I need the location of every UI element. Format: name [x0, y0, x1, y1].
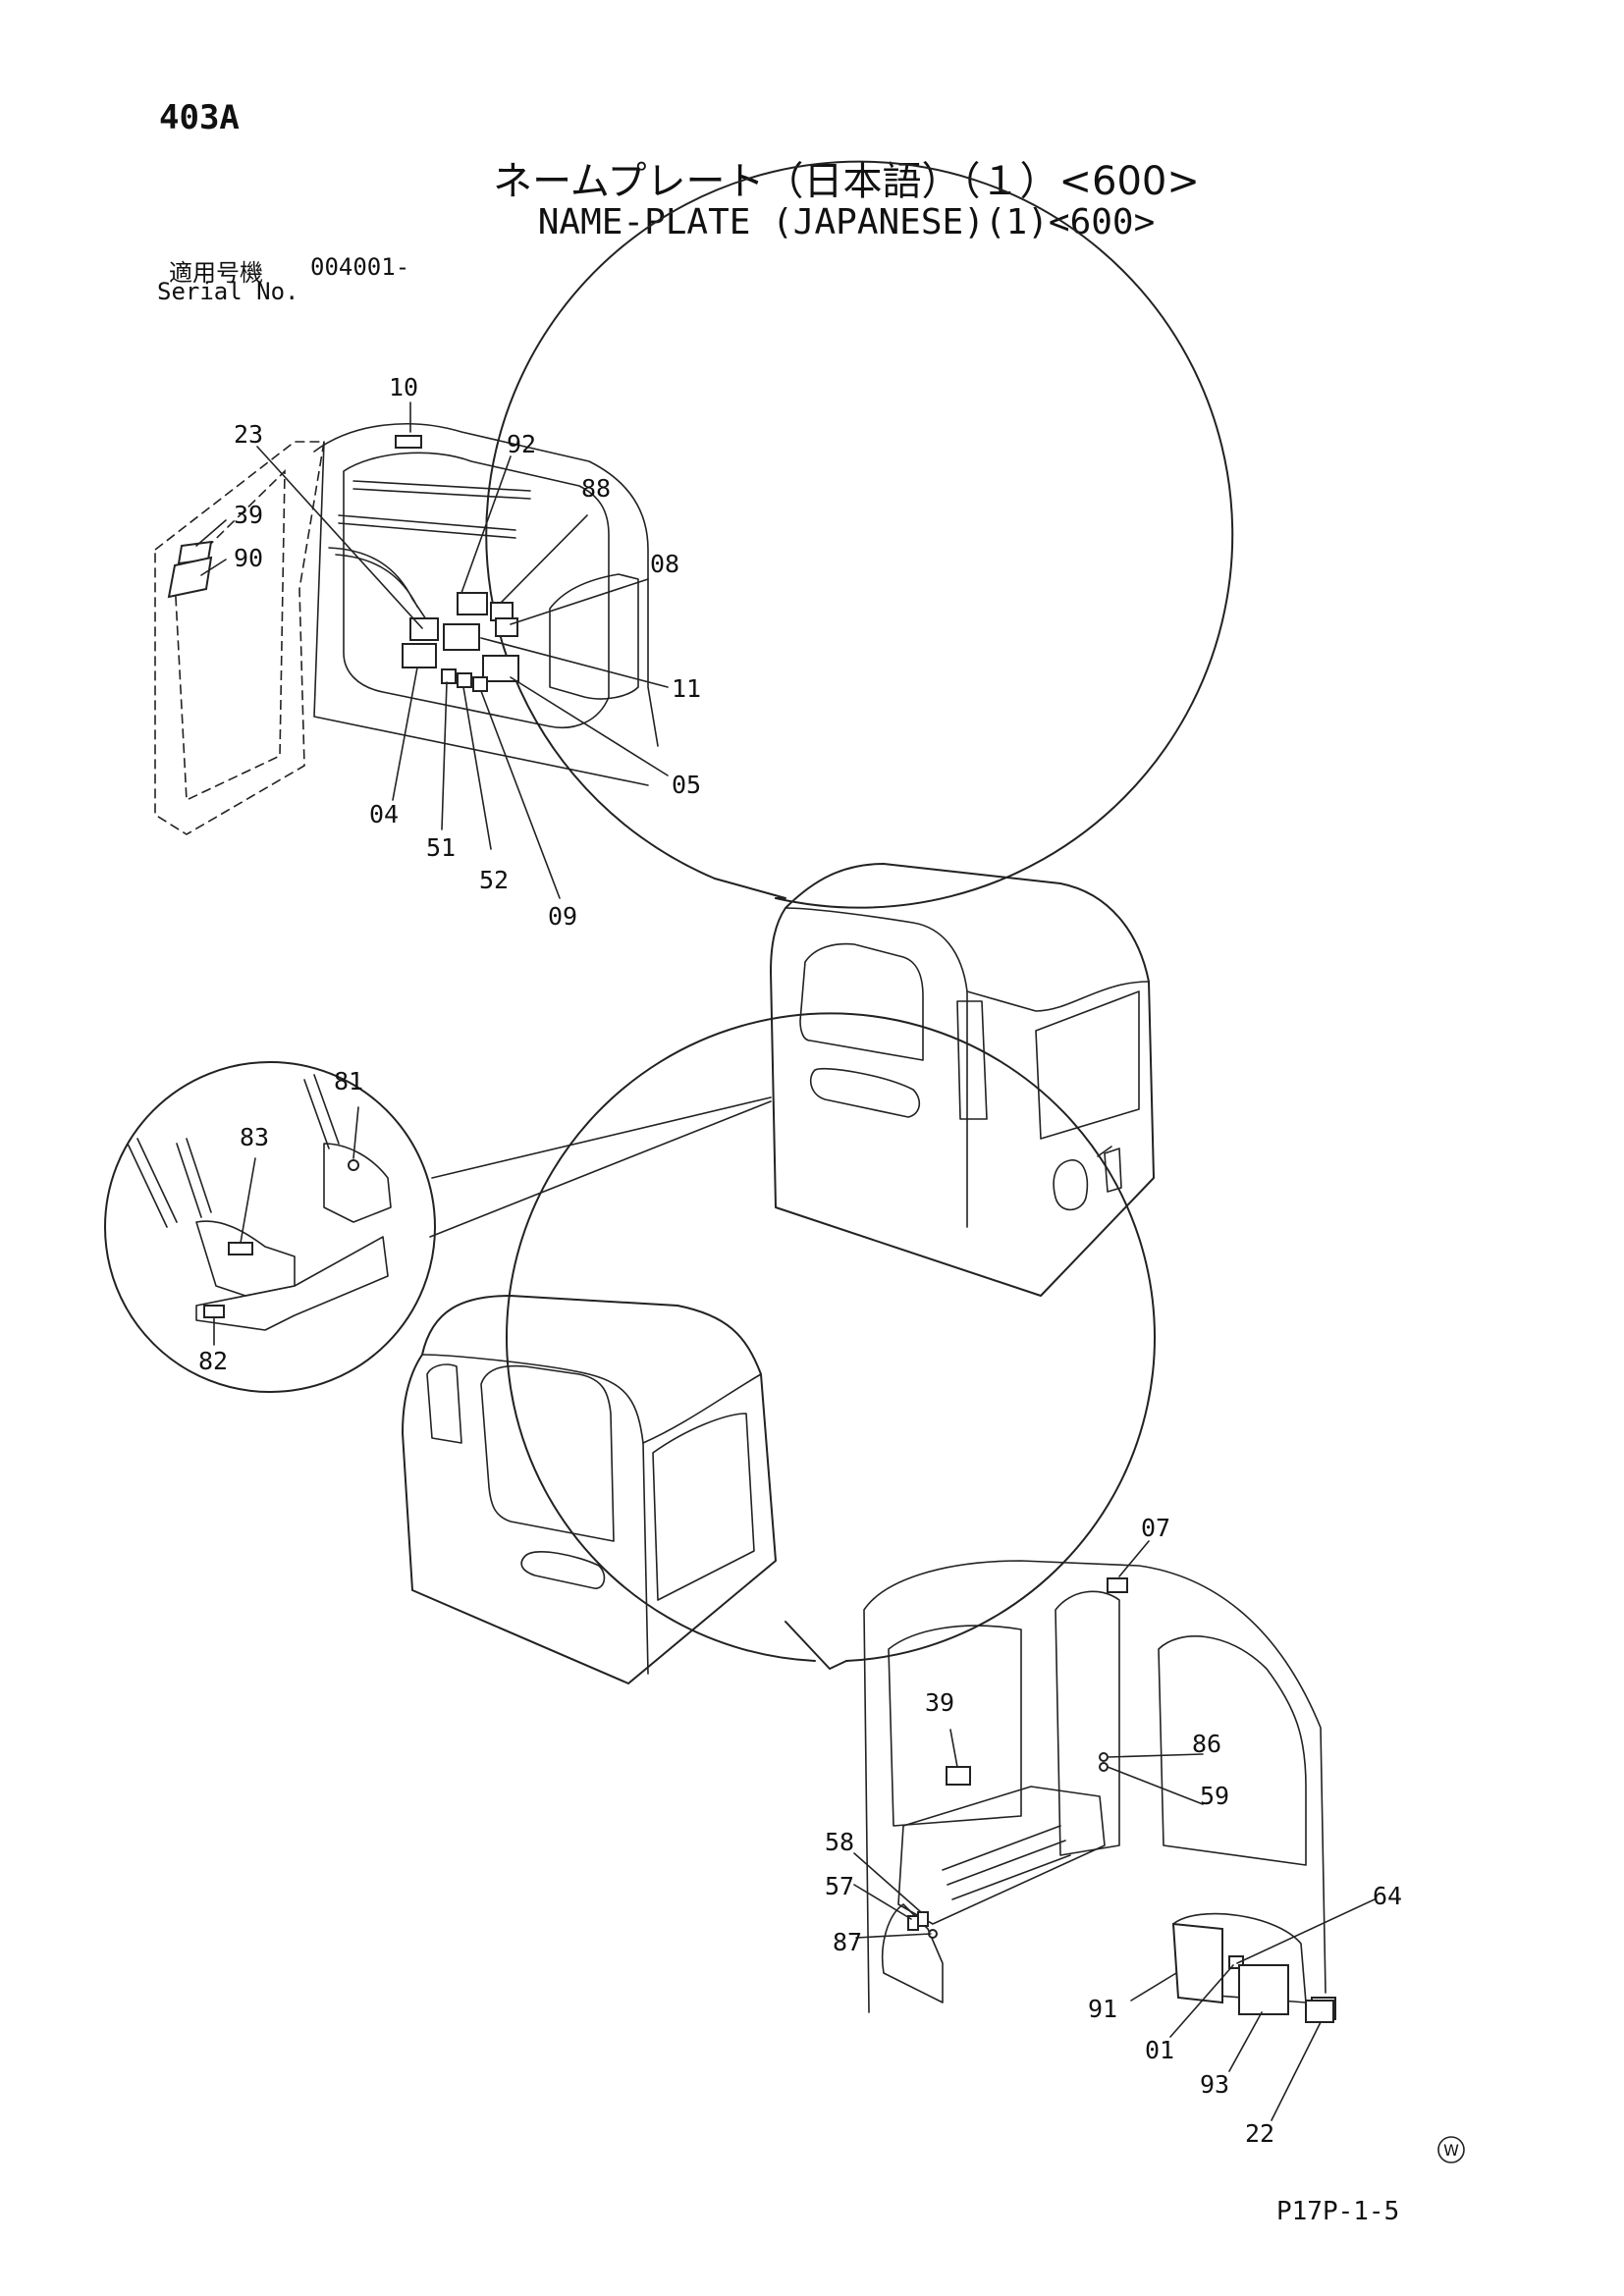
- callout-22: 22: [1245, 2119, 1274, 2148]
- callout-05: 05: [672, 771, 701, 799]
- callout-83: 83: [240, 1123, 269, 1151]
- page-id: 403A: [159, 98, 240, 137]
- callout-labels-interior: 07 39 86 59 58 57 87 64 91 01 93 22: [825, 1514, 1402, 2148]
- detail-circle-interior: 07 39 86 59 58 57 87 64 91 01 93 22: [506, 1012, 1402, 2148]
- callout-59: 59: [1200, 1782, 1229, 1810]
- plate-83: [228, 1242, 253, 1255]
- w-symbol-text: W: [1443, 2141, 1459, 2160]
- callout-09: 09: [548, 902, 577, 931]
- serial-number: 004001-: [310, 253, 410, 281]
- cab-front-view: [402, 1295, 777, 1684]
- callout-82: 82: [198, 1347, 228, 1375]
- callout-labels-console: 81 83 82: [198, 1067, 363, 1375]
- callout-92: 92: [507, 430, 536, 458]
- plate-90: [167, 556, 213, 599]
- plate-05: [482, 655, 519, 682]
- plate-81: [348, 1159, 359, 1171]
- serial-label-english: Serial No.: [157, 278, 299, 305]
- plate-82: [203, 1305, 225, 1318]
- plate-86: [1099, 1752, 1109, 1762]
- plate-10: [395, 435, 422, 449]
- callout-11: 11: [672, 674, 701, 703]
- callout-81: 81: [334, 1067, 363, 1095]
- plate-39-lower: [946, 1766, 971, 1786]
- callout-88: 88: [581, 474, 611, 503]
- callout-04: 04: [369, 800, 399, 828]
- callout-07: 07: [1141, 1514, 1170, 1542]
- callout-51: 51: [426, 833, 456, 862]
- callout-10: 10: [389, 373, 418, 401]
- plate-22: [1305, 2000, 1334, 2023]
- callout-90: 90: [234, 544, 263, 572]
- serial-label-japanese: 適用号機: [169, 259, 263, 287]
- callout-39: 39: [925, 1688, 954, 1717]
- plate-04: [402, 643, 437, 668]
- callout-01: 01: [1145, 2036, 1174, 2064]
- callout-23: 23: [234, 420, 263, 449]
- plate-92: [457, 592, 488, 615]
- plate-59: [1099, 1762, 1109, 1772]
- w-circle-icon: W: [1437, 2136, 1465, 2163]
- cab-rear-view: [770, 863, 1155, 1297]
- callout-93: 93: [1200, 2070, 1229, 2099]
- callout-57: 57: [825, 1872, 854, 1900]
- plate-93: [1238, 1964, 1289, 2015]
- detail-circle-console: 81 83 82: [104, 1061, 772, 1393]
- plate-52: [457, 672, 472, 688]
- plate-11: [443, 623, 480, 651]
- plate-91: [1171, 1922, 1223, 2004]
- plate-58: [917, 1911, 929, 1927]
- plate-23: [409, 617, 439, 641]
- callout-87: 87: [833, 1928, 862, 1956]
- page-code: P17P-1-5: [1276, 2197, 1400, 2226]
- plate-08: [495, 617, 518, 637]
- plate-51: [441, 668, 457, 684]
- page-title-japanese: ネームプレート（日本語）（１）<600>: [493, 159, 1200, 204]
- callout-52: 52: [479, 866, 509, 894]
- callout-08: 08: [650, 550, 679, 578]
- callout-58: 58: [825, 1828, 854, 1856]
- plate-09: [472, 676, 488, 692]
- callout-86: 86: [1192, 1730, 1221, 1758]
- page-title-english: NAME-PLATE (JAPANESE)(1)<600>: [537, 202, 1156, 242]
- callout-labels-rear-wall: 10 23 92 88 39 90 08 11 05 04 51 52 09: [234, 373, 701, 931]
- plate-07: [1107, 1577, 1128, 1593]
- callout-91: 91: [1088, 1995, 1117, 2023]
- callout-39: 39: [234, 501, 263, 529]
- plate-57: [907, 1915, 919, 1931]
- callout-64: 64: [1373, 1882, 1402, 1910]
- detail-circle-rear-wall: 10 23 92 88 39 90 08 11 05 04 51 52 09: [154, 160, 1234, 931]
